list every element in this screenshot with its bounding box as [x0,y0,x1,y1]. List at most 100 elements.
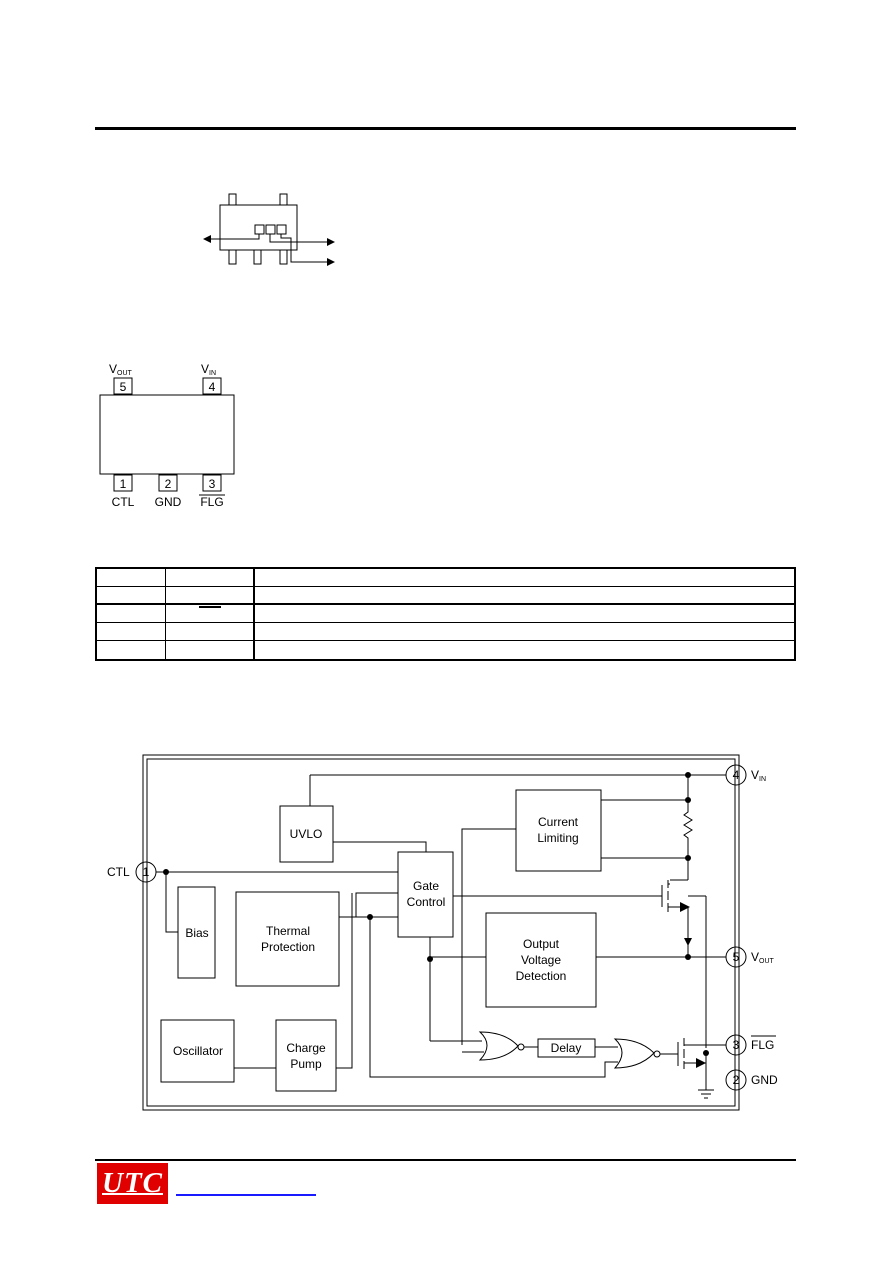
pin-number-gnd: 2 [733,1073,740,1087]
gate-control-label-2: Control [407,895,446,909]
pin-configuration-diagram: 5 4 1 2 3 VOUT VIN CTL GND FLG [99,362,235,509]
table-cell [255,605,794,622]
table-row [97,641,794,659]
arrow-right-icon [327,258,335,266]
pin-number-vin: 4 [733,768,740,782]
table-cell [255,569,794,586]
package-marking-diagram [203,193,335,266]
pin-label-ctl: CTL [112,495,135,509]
marking-box [265,224,276,235]
uvlo-block [279,805,334,863]
output-voltage-detection-block [485,912,597,1008]
table-cell [166,569,255,586]
table-cell [97,641,166,659]
block-diagram: UVLO Current Limiting Gate Control Bias … [107,754,778,1111]
delay-label: Delay [551,1041,582,1055]
table-cell [255,587,794,603]
overbar [199,606,221,608]
marking-box [276,224,287,235]
diagram-frame-outer [142,754,740,1111]
table-cell [255,641,794,659]
pin-number: 1 [120,477,127,491]
pin-box [202,474,222,492]
table-cell [97,623,166,640]
marking-box [254,224,265,235]
charge-pump-label-2: Pump [290,1057,322,1071]
pin-box [158,474,178,492]
package-lead [279,249,288,265]
thermal-protection-label-1: Thermal [266,924,310,938]
arrow-right-icon [327,238,335,246]
footer-rule [95,1159,796,1161]
ic-body [99,394,235,475]
pin-number-vout: 5 [733,950,740,964]
table-row [97,623,794,641]
pin-name-flg: FLG [751,1038,774,1052]
pin-description-table [95,567,796,661]
pin-number: 2 [165,477,172,491]
pin-name-gnd: GND [751,1073,778,1087]
pin-label-vout: VOUT [109,362,133,377]
package-lead [279,193,288,206]
pin-number: 4 [209,380,216,394]
nor-gate-1 [478,1031,519,1061]
pin-number: 3 [209,477,216,491]
mosfet-arrow-icon [696,1058,706,1068]
table-header-row [97,569,794,587]
utc-logo-text: UTC [102,1167,163,1199]
table-cell [97,569,166,586]
resistor-symbol [683,800,693,858]
table-cell [166,623,255,640]
package-body [219,204,298,251]
output-voltage-detection-label-3: Detection [516,969,567,983]
table-cell [97,587,166,603]
diagram-frame-inner [146,758,736,1107]
pin-name-vin: VIN [751,768,766,783]
thermal-protection-block [235,891,340,987]
pin-box [113,474,133,492]
thermal-protection-label-2: Protection [261,940,315,954]
output-voltage-detection-label-2: Voltage [521,953,561,967]
uvlo-label: UVLO [290,827,323,841]
pin-label-vin: VIN [201,362,216,377]
current-limiting-label-2: Limiting [537,831,578,845]
bias-label: Bias [185,926,208,940]
website-link[interactable] [176,1194,316,1196]
charge-pump-block [275,1019,337,1092]
pin-circle-gnd [725,1069,747,1091]
package-lead [228,193,237,206]
output-voltage-detection-label-1: Output [523,937,560,951]
pin-box [202,377,222,395]
oscillator-label: Oscillator [173,1044,223,1058]
utc-logo: UTC [97,1163,168,1204]
delay-block [537,1038,596,1058]
nor-bubble [517,1043,525,1051]
pin-label-gnd: GND [155,495,182,509]
table-cell [166,587,255,603]
mosfet-arrow-icon [680,902,690,912]
charge-pump-label-1: Charge [286,1041,326,1055]
pin-box [113,377,133,395]
table-cell [166,641,255,659]
pin-number: 5 [120,380,127,394]
package-lead [253,249,262,265]
current-limiting-label-1: Current [538,815,579,829]
oscillator-block [160,1019,235,1083]
table-row [97,605,794,623]
pin-name-vout: VOUT [751,950,775,965]
package-lead [228,249,237,265]
pin-label-flg: FLG [200,495,223,509]
pin-name-ctl: CTL [107,865,130,879]
pin-number-flg: 3 [733,1038,740,1052]
header-rule [95,127,796,130]
table-cell [255,623,794,640]
current-limiting-block [515,789,602,872]
table-row [97,587,794,605]
table-cell [166,605,255,622]
arrow-left-icon [203,235,211,243]
nor-bubble [653,1050,661,1058]
table-cell [97,605,166,622]
arrow-icon [684,938,692,946]
pin-number-ctl: 1 [143,865,150,879]
gate-control-label-1: Gate [413,879,439,893]
